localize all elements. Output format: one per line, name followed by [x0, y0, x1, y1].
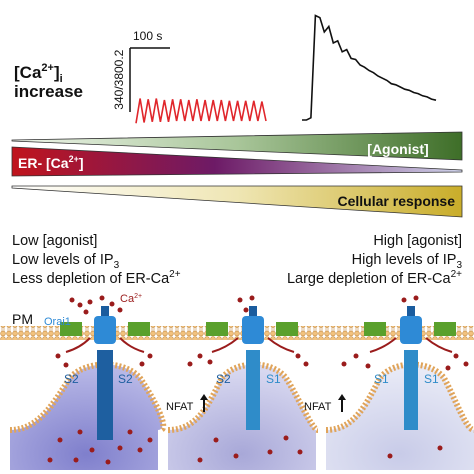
stim-label-right: S1: [266, 372, 281, 386]
svg-text:ER- [Ca2+]: ER- [Ca2+]: [18, 154, 84, 171]
svg-text:Large depletion of ER-Ca2+: Large depletion of ER-Ca2+: [287, 269, 462, 287]
panel-low-agonist: Orai1 Ca2+ S2 S2: [9, 293, 167, 470]
er-calcium-bar: ER- [Ca2+]: [11, 146, 463, 177]
stim-label-left: S1: [374, 372, 389, 386]
svg-text:High [agonist]: High [agonist]: [373, 233, 462, 249]
ca-increase-label: [Ca2+]i increase: [14, 62, 83, 101]
ratio-axis-label: 340/380: [112, 66, 126, 110]
calcium-ions: [47, 295, 153, 465]
ratio-scale-label: 0.2: [112, 49, 126, 66]
svg-text:[Ca2+]i: [Ca2+]i: [14, 62, 63, 85]
trace-scale-bars: 100 s 0.2 340/380: [112, 29, 170, 112]
pm-label: PM: [12, 311, 33, 327]
panel-high-agonist: S1 S1 NFAT: [304, 295, 474, 470]
svg-text:Less depletion of ER-Ca2+: Less depletion of ER-Ca2+: [12, 269, 181, 287]
stim-label-right: S2: [118, 372, 133, 386]
panel-mid-agonist: S2 S1 NFAT: [166, 295, 320, 470]
sustained-trace: [302, 14, 437, 121]
cellular-response-bar: Cellular response: [11, 185, 463, 218]
trace-line: [302, 14, 437, 121]
nfat-label: NFAT: [304, 401, 332, 413]
oscillation-trace: [135, 98, 267, 124]
high-agonist-text: High [agonist] High levels of IP3 Large …: [287, 233, 462, 287]
svg-text:Low levels of IP3: Low levels of IP3: [12, 252, 120, 271]
svg-text:High levels of IP3: High levels of IP3: [352, 252, 463, 271]
orai1-channel: [94, 316, 116, 344]
stim-label-right: S1: [424, 372, 439, 386]
svg-text:[Agonist]: [Agonist]: [367, 141, 428, 157]
ca-ion-label: Ca2+: [120, 293, 142, 305]
time-scale-label: 100 s: [133, 29, 162, 43]
low-agonist-text: Low [agonist] Low levels of IP3 Less dep…: [12, 233, 181, 287]
stim-label-left: S2: [64, 372, 79, 386]
trace-line: [135, 98, 267, 124]
svg-text:increase: increase: [14, 82, 83, 101]
plasma-membrane: [0, 326, 474, 340]
agonist-bar: [Agonist]: [11, 131, 463, 161]
stim-label-left: S2: [216, 372, 231, 386]
orai1-label: Orai1: [44, 316, 71, 328]
svg-text:Cellular response: Cellular response: [338, 193, 456, 209]
svg-text:Low [agonist]: Low [agonist]: [12, 233, 97, 249]
nfat-label: NFAT: [166, 401, 194, 413]
